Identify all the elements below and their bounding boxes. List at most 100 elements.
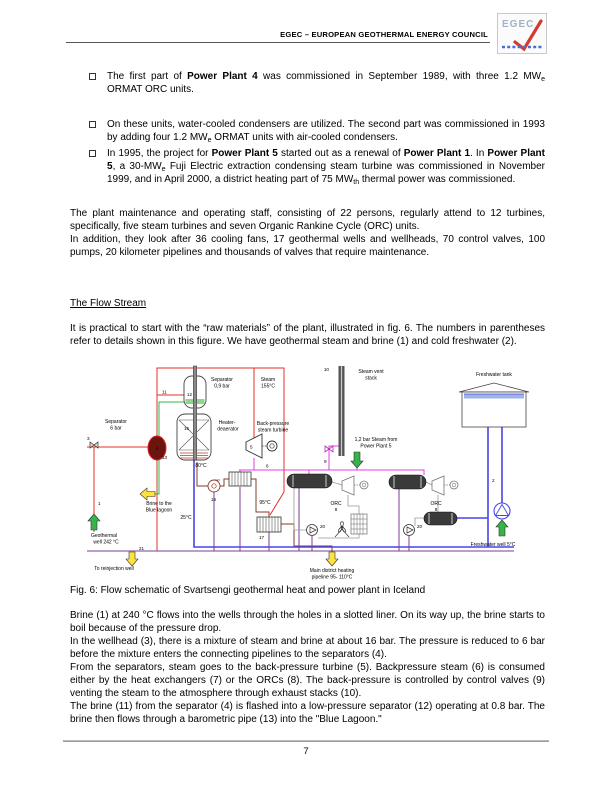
egec-logo: EGEC: [497, 13, 547, 54]
orc-evaporator-1: [286, 473, 333, 489]
diagram-number-11: 11: [162, 390, 167, 395]
label-district-heating: Main district heating: [310, 568, 355, 574]
freshwater-inflow-arrow-icon: [495, 519, 509, 537]
label-freshwater-tank: Freshwater tank: [476, 372, 512, 378]
condensate-pipes-purple: [87, 487, 514, 552]
diagram-number-2: 2: [492, 478, 495, 483]
label-temp-25: 25°C: [180, 515, 192, 521]
label-steam-temp: Steam: [261, 377, 275, 383]
orc-connector-lines: [293, 481, 439, 539]
square-bullet-icon: [89, 150, 96, 157]
orc-turbine-2: [431, 475, 459, 496]
label-blue-lagoon-2: Blue lagoon: [146, 508, 173, 514]
figure-caption: Fig. 6: Flow schematic of Svartsengi geo…: [70, 585, 426, 596]
label-steam-vent-stack: Steam vent: [358, 369, 384, 375]
logo-text: EGEC: [502, 19, 534, 30]
square-bullet-icon: [89, 73, 96, 80]
orc-evaporator-2: [388, 474, 427, 490]
diagram-number-12: 12: [187, 392, 193, 397]
condenser-coil-1: [350, 513, 368, 535]
paragraph-block-flow-description: Brine (1) at 240 °C flows into the wells…: [70, 609, 545, 726]
diagram-number-8: 8: [335, 507, 338, 512]
flow-diagram: 4: [84, 364, 544, 587]
paragraph-separators: From the separators, steam goes to the b…: [70, 662, 545, 699]
label-temp-95: 95°C: [259, 500, 271, 506]
header-rule: [66, 42, 490, 43]
square-bullet-icon: [89, 121, 96, 128]
diagram-number-1: 1: [98, 501, 101, 506]
geothermal-inflow-arrow-icon: [87, 513, 101, 531]
bullet-text-power-plant-4: The first part of Power Plant 4 was comm…: [107, 71, 545, 95]
label-geothermal-well: Geothermal: [91, 533, 117, 539]
diagram-number-6: 6: [266, 464, 269, 469]
page-number: 7: [303, 746, 309, 757]
diagram-number-5: 5: [250, 445, 253, 450]
label-separator-6bar-2: 6 bar: [110, 426, 122, 432]
label-separator-09bar: Separator: [211, 377, 233, 383]
label-back-pressure-turbine: Back-pressure: [257, 421, 289, 427]
label-geothermal-well-2: well 242 °C: [93, 540, 119, 546]
diagram-number-10: 10: [324, 367, 330, 372]
egec-logo-icon: EGEC: [502, 19, 543, 52]
label-blue-lagoon: Brine to the: [146, 501, 172, 507]
blue-lagoon-arrow-icon: [139, 487, 156, 501]
label-freshwater-well: Freshwater well 5°C: [471, 542, 516, 548]
paragraph-wellhead: In the wellhead (3), there is a mixture …: [70, 636, 545, 660]
pp5-steam-arrow-icon: [350, 451, 364, 469]
back-pressure-turbine: [245, 433, 278, 459]
generator-icon: [449, 480, 459, 490]
brine-pipes-maroon: [196, 462, 333, 552]
freshwater-pump: [493, 502, 511, 520]
diagram-number-20b: 20: [417, 524, 423, 529]
diagram-number-13: 13: [162, 455, 168, 460]
wellhead-valve: [89, 441, 99, 449]
label-orc-2: ORC: [430, 501, 442, 507]
reinjection-arrow-icon: [125, 551, 139, 567]
heat-exchanger-7: [228, 471, 252, 487]
paragraph-lagoon: The brine (11) from the separator (4) is…: [70, 701, 545, 725]
diagram-number-21: 21: [139, 546, 145, 551]
label-temp-80: 80°C: [195, 463, 207, 469]
orc-turbine-1: [341, 475, 369, 496]
heat-exchanger-17: [256, 516, 282, 533]
label-heater-deaerator: Heater-: [219, 420, 236, 426]
label-back-pressure-turbine-2: steam turbine: [258, 428, 289, 434]
district-heating-arrow-icon: [325, 551, 339, 567]
freshwater-tank: [458, 382, 530, 428]
paragraph-staff-2: In addition, they look after 36 cooling …: [70, 234, 545, 258]
label-separator-09bar-2: 0,9 bar: [214, 384, 230, 390]
bullet-item: In 1995, the project for Power Plant 5 s…: [88, 147, 545, 186]
header-title: EGEC – EUROPEAN GEOTHERMAL ENERGY COUNCI…: [280, 30, 488, 39]
label-heater-deaerator-2: deaerator: [217, 427, 239, 433]
diagram-number-16: 16: [211, 497, 217, 502]
label-reinjection-well: To reinjection well: [94, 566, 133, 572]
bullet-item: The first part of Power Plant 4 was comm…: [88, 70, 545, 96]
orc-condenser-14: [423, 511, 458, 526]
diagram-number-8b: 8: [435, 507, 438, 512]
barometric-pipe: [193, 365, 197, 461]
label-steam-temp-2: 155°C: [261, 384, 275, 390]
logo-checkmark-icon: [513, 19, 543, 52]
pump-16: [207, 479, 221, 493]
bullet-text-power-plant-5: In 1995, the project for Power Plant 5 s…: [107, 148, 545, 186]
label-separator-6bar: Separator: [105, 419, 127, 425]
paragraph-intro: It is practical to start with the “raw m…: [70, 323, 545, 347]
control-valve-9: [324, 445, 334, 453]
diagram-number-17: 17: [259, 535, 265, 540]
generator-icon: [359, 480, 369, 490]
air-cooled-condenser-fan-icon: [334, 521, 350, 538]
label-district-heating-2: pipeline 95- 110°C: [312, 575, 353, 581]
label-pp5-steam: 1,2 bar Steam from: [355, 437, 398, 443]
paragraph-staff-1: The plant maintenance and operating staf…: [70, 208, 545, 232]
diagram-number-4: 4: [156, 446, 159, 451]
diagram-number-9: 9: [324, 459, 327, 464]
orc-pump-2: [403, 524, 415, 536]
flow-arrows: [87, 451, 509, 567]
steam-vent-stack: [338, 366, 345, 456]
paragraph-staff: The plant maintenance and operating staf…: [70, 207, 545, 259]
bullet-text-condensers: On these units, water-cooled condensers …: [107, 119, 545, 144]
label-orc-1: ORC: [330, 501, 342, 507]
paragraph-brine: Brine (1) at 240 °C flows into the wells…: [70, 610, 545, 634]
bullet-item: On these units, water-cooled condensers …: [88, 118, 545, 144]
